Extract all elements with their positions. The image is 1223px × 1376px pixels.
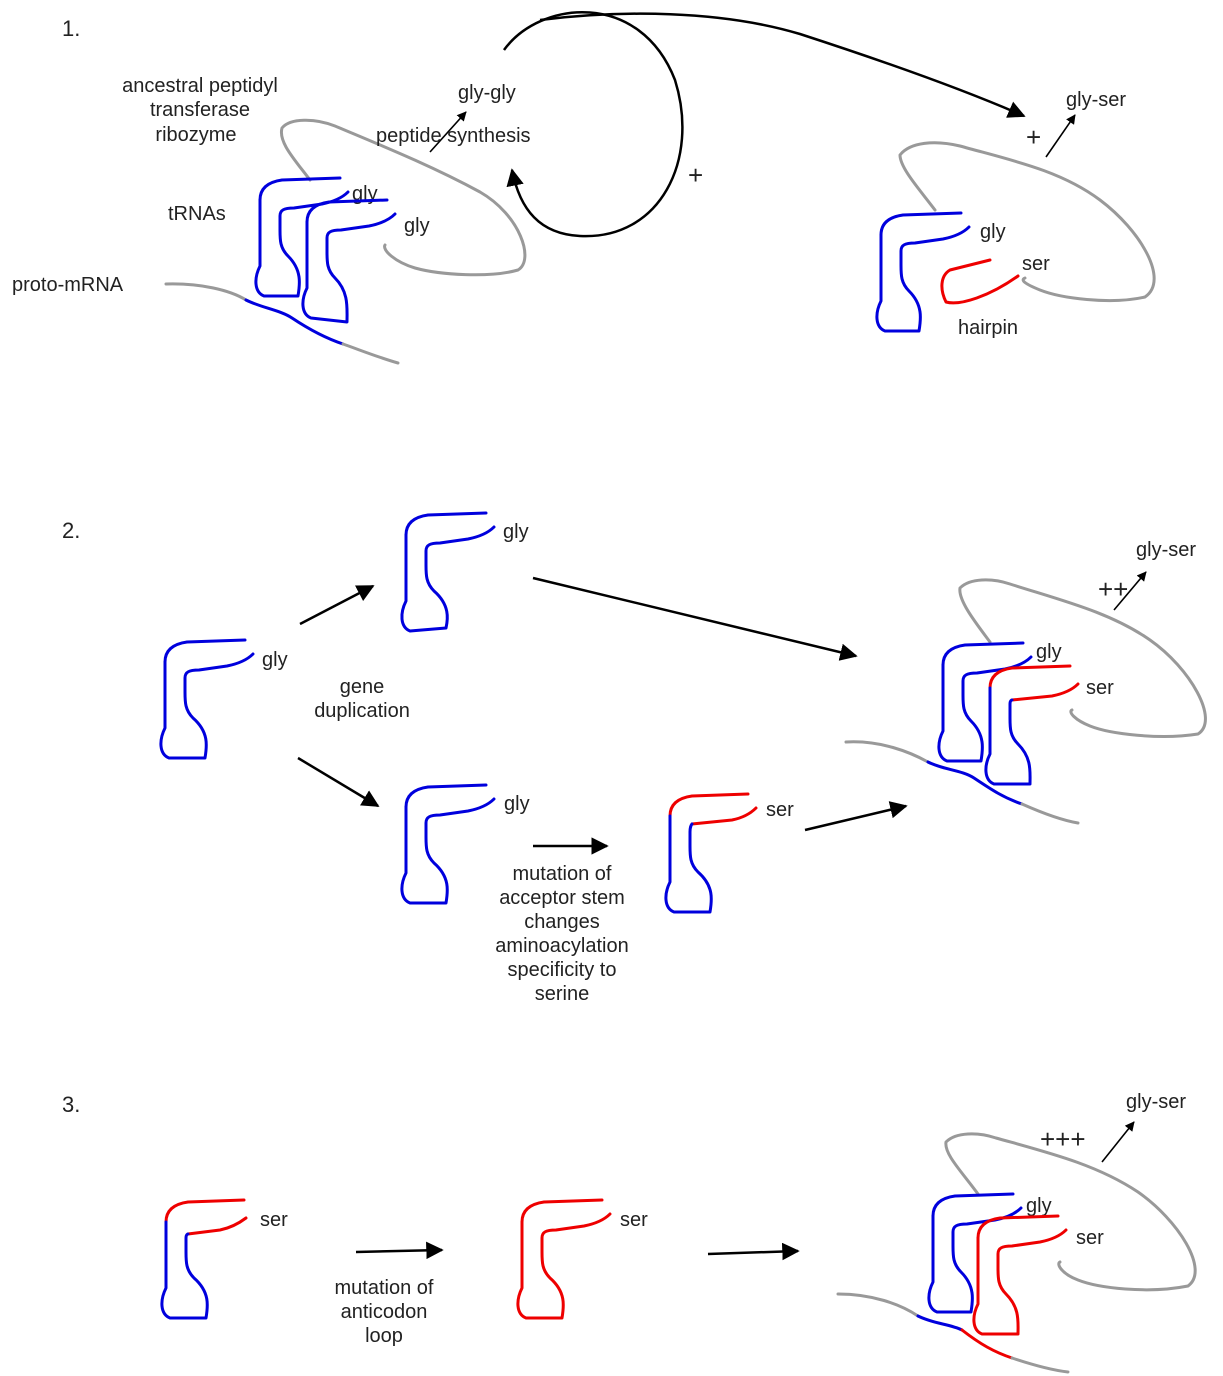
long-arrow-to-right — [539, 12, 1026, 118]
mutation3-line3: loop — [365, 1325, 403, 1347]
result3-ser-label: ser — [1076, 1227, 1104, 1249]
mid-to-result-arrow — [707, 1242, 800, 1261]
right-trna-aa-label: gly — [980, 221, 1006, 243]
ribozyme-label-line1: ancestral peptidyl — [122, 75, 278, 97]
proto-mrna-3-gray-right — [1010, 1356, 1070, 1374]
proto-mrna-3-codons — [916, 1314, 964, 1332]
gly-ser-arrow-1 — [1045, 114, 1076, 158]
trna-ser-mid — [516, 1198, 612, 1320]
peptide-synthesis-label: peptide synthesis — [376, 125, 531, 147]
hairpin-label: hairpin — [958, 317, 1018, 339]
loop-plus: + — [688, 160, 703, 190]
mutation2-line1: mutation of — [513, 863, 612, 885]
ribozyme-1 — [279, 118, 527, 277]
ribozyme-3 — [958, 578, 1207, 738]
ribozyme-label-line3: ribozyme — [155, 124, 236, 146]
trna-gly-3 — [875, 211, 971, 333]
trna-ser-start — [160, 1198, 248, 1320]
mutation3-line1: mutation of — [335, 1277, 434, 1299]
mutation2-line6: serine — [535, 983, 589, 1005]
dup-arrow-down — [297, 756, 380, 808]
proto-mrna-3-gray-left — [836, 1292, 920, 1318]
dup-label-line1: gene — [340, 676, 385, 698]
right-product-label: gly-ser — [1066, 89, 1126, 111]
mutation2-line4: aminoacylation — [495, 935, 628, 957]
bottom-copy-aa-label: gly — [504, 793, 530, 815]
proto-mrna-2-codons — [926, 760, 1024, 806]
start-aa-label: ser — [260, 1209, 288, 1231]
result2-gly-label: gly — [1036, 641, 1062, 663]
mutation2-line5: specificity to — [508, 959, 617, 981]
proto-mrna-1-gray-right — [341, 342, 400, 365]
result2-ser-label: ser — [1086, 677, 1114, 699]
trna-gly-2 — [301, 198, 397, 324]
mutation-arrow-3 — [355, 1241, 444, 1260]
ribozyme-label-line2: transferase — [150, 99, 250, 121]
mutation2-line3: changes — [524, 911, 600, 933]
feedback-loop-arrow — [502, 10, 684, 238]
trna-ser-result-3 — [972, 1214, 1068, 1336]
proto-mrna-2-gray-right — [1020, 802, 1080, 825]
dup-arrow-up — [299, 584, 375, 626]
synthesis-arrow — [429, 111, 467, 153]
mutated-to-result-arrow — [804, 801, 908, 832]
panel2-number: 2. — [62, 518, 80, 543]
ribozyme-4 — [944, 1132, 1197, 1292]
top-to-result-arrow — [532, 576, 858, 661]
proto-mrna-3-codons-red — [960, 1328, 1014, 1360]
mid-aa-label: ser — [620, 1209, 648, 1231]
trnas-label: tRNAs — [168, 203, 226, 225]
dup-label-line2: duplication — [314, 700, 410, 722]
trna-gly-bottom-copy — [400, 783, 496, 905]
gly-ser-arrow-3 — [1101, 1121, 1135, 1163]
hairpin-red — [940, 258, 1020, 305]
right-plus: + — [1026, 122, 1041, 152]
top-copy-aa-label: gly — [503, 521, 529, 543]
proto-mrna-label: proto-mRNA — [12, 274, 124, 296]
result3-product-label: gly-ser — [1126, 1091, 1186, 1113]
product-gly-gly: gly-gly — [458, 82, 516, 104]
result2-product-label: gly-ser — [1136, 539, 1196, 561]
result3-plus: +++ — [1040, 1124, 1086, 1154]
mutated-aa-label: ser — [766, 799, 794, 821]
ribozyme-2 — [898, 141, 1156, 302]
source-aa-label: gly — [262, 649, 288, 671]
trna-ser-result-2 — [984, 664, 1080, 786]
trna-gly-source — [159, 638, 255, 760]
trna-gly-top-copy — [400, 511, 496, 633]
trna-mutated-acceptor — [664, 792, 758, 914]
panel3-number: 3. — [62, 1092, 80, 1117]
panel1-number: 1. — [62, 16, 80, 41]
mutation2-line2: acceptor stem — [499, 887, 625, 909]
proto-mrna-1-codons — [244, 298, 345, 346]
result3-gly-label: gly — [1026, 1195, 1052, 1217]
gly-ser-arrow-2 — [1113, 571, 1147, 611]
hairpin-aa-label: ser — [1022, 253, 1050, 275]
mutation3-line2: anticodon — [341, 1301, 428, 1323]
proto-mrna-1-gray-left — [164, 282, 248, 302]
trna2-aa-label: gly — [404, 215, 430, 237]
proto-mrna-2-gray-left — [844, 740, 930, 764]
